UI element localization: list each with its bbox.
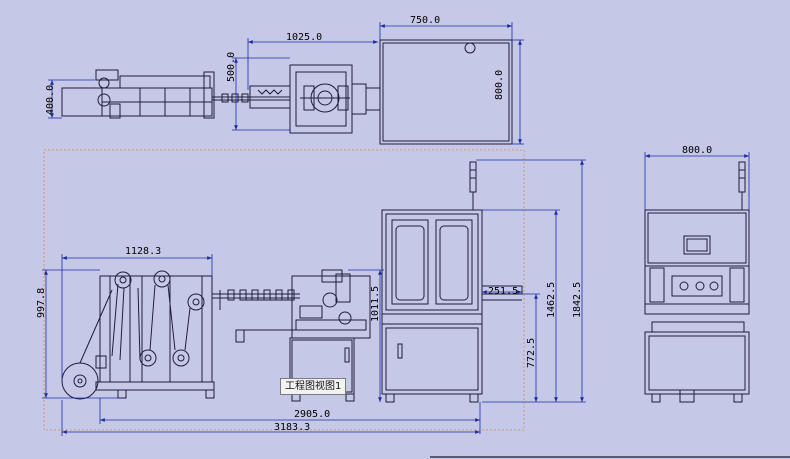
- dim-cabinet-width: 750.0: [410, 15, 440, 26]
- front-view: [61, 161, 523, 403]
- dim-top-length: 1025.0: [286, 32, 322, 43]
- front-view-dimensions: [42, 159, 586, 436]
- dim-length-total: 3183.3: [274, 422, 310, 433]
- dim-feeder-height: 997.8: [36, 288, 47, 318]
- dim-cabinet-depth: 800.0: [494, 70, 505, 100]
- dim-cabinet-height: 1462.5: [546, 282, 557, 318]
- side-view: [644, 161, 750, 403]
- dim-top-height-left: 400.0: [45, 85, 56, 115]
- dim-feeder-width: 1128.3: [125, 246, 161, 257]
- dim-top-height-mid: 500.0: [226, 52, 237, 82]
- side-view-dimensions: [644, 152, 750, 210]
- dim-overall-height: 1842.5: [572, 282, 583, 318]
- dim-outlet-offset: 251.5: [488, 286, 518, 297]
- dim-table-height: 772.5: [526, 338, 537, 368]
- top-view-dimensions: [48, 22, 524, 145]
- dim-length-main: 2905.0: [294, 409, 330, 420]
- top-view: [61, 39, 513, 145]
- machine-envelope-frame: [43, 149, 525, 431]
- dim-mid-height: 1011.5: [370, 286, 381, 322]
- dim-side-width: 800.0: [682, 145, 712, 156]
- view-tooltip: 工程图视图1: [280, 378, 347, 395]
